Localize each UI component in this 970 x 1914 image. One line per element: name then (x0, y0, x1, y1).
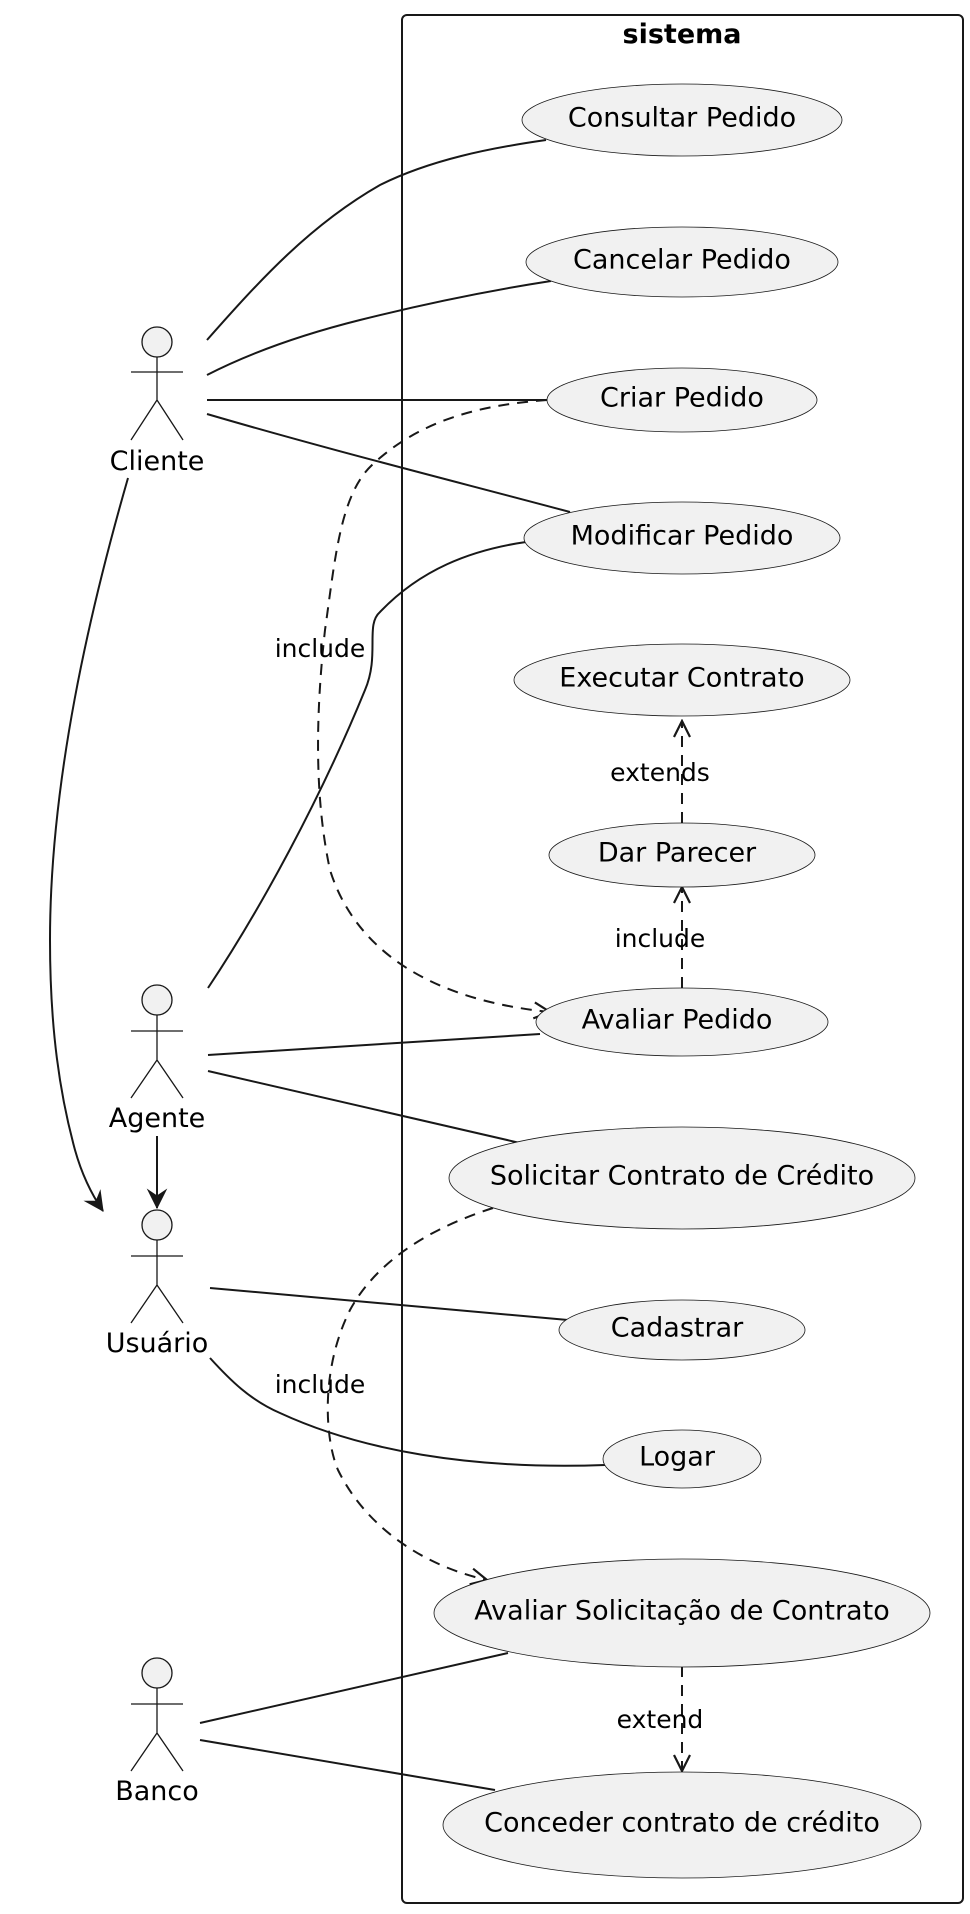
label-include-solicitar-avaliar: include (275, 1370, 366, 1399)
svg-text:Cadastrar: Cadastrar (611, 1313, 744, 1344)
actor-figure (130, 1240, 184, 1324)
actor-figure (130, 1015, 184, 1099)
use-case-conceder-contrato[interactable]: Conceder contrato de crédito (442, 1771, 922, 1879)
svg-text:Conceder contrato de crédito: Conceder contrato de crédito (484, 1808, 880, 1839)
svg-text:Executar Contrato: Executar Contrato (559, 663, 804, 694)
assoc-banco-conceder (199, 1739, 496, 1791)
assoc-usuario-logar (209, 1357, 606, 1467)
assoc-cliente-cancelar (206, 280, 552, 376)
use-case-cancelar-pedido[interactable]: Cancelar Pedido (525, 226, 839, 298)
svg-text:Avaliar Solicitação de Contrat: Avaliar Solicitação de Contrato (474, 1596, 889, 1627)
actor-label-cliente: Cliente (110, 446, 205, 477)
svg-text:Cancelar Pedido: Cancelar Pedido (573, 245, 791, 276)
label-include-avaliar-parecer: include (615, 924, 706, 953)
assoc-agente-solicitar (207, 1070, 521, 1144)
system-boundary (401, 14, 964, 1904)
use-case-avaliar-solicitacao[interactable]: Avaliar Solicitação de Contrato (433, 1558, 931, 1668)
use-case-logar[interactable]: Logar (602, 1429, 762, 1489)
use-case-cadastrar[interactable]: Cadastrar (558, 1299, 806, 1361)
svg-text:Criar Pedido: Criar Pedido (600, 383, 764, 414)
svg-text:Modificar Pedido: Modificar Pedido (571, 521, 794, 552)
actor-label-usuario: Usuário (106, 1328, 209, 1359)
dep-solicitar-avaliar-solicitacao (326, 1207, 494, 1580)
svg-text:Avaliar Pedido: Avaliar Pedido (582, 1005, 773, 1036)
actor-usuario[interactable]: Usuário (106, 1209, 209, 1359)
actor-figure (130, 357, 184, 441)
gen-cliente-usuario (48, 477, 129, 1212)
svg-text:Solicitar Contrato de Crédito: Solicitar Contrato de Crédito (490, 1161, 874, 1192)
actor-head (141, 1657, 173, 1689)
assoc-cliente-consultar (206, 139, 547, 341)
actor-cliente[interactable]: Cliente (110, 326, 205, 477)
svg-text:Dar Parecer: Dar Parecer (598, 838, 757, 869)
assoc-agente-modificar (207, 541, 527, 989)
actor-head (141, 326, 173, 358)
label-include-criar-avaliar: include (275, 634, 366, 663)
system-title: sistema (623, 19, 742, 50)
use-case-dar-parecer[interactable]: Dar Parecer (548, 822, 816, 888)
assoc-cliente-modificar (206, 413, 571, 513)
actor-label-agente: Agente (109, 1103, 206, 1134)
use-case-avaliar-pedido[interactable]: Avaliar Pedido (535, 987, 829, 1057)
assoc-banco-avaliar-solicitacao (199, 1652, 509, 1724)
svg-text:Consultar Pedido: Consultar Pedido (568, 103, 796, 134)
actor-label-banco: Banco (115, 1776, 199, 1807)
label-extend-avaliar-conceder: extend (617, 1705, 704, 1734)
use-case-criar-pedido[interactable]: Criar Pedido (546, 367, 818, 433)
assoc-agente-avaliar (207, 1033, 541, 1056)
dep-criar-avaliar (317, 399, 550, 1012)
associations (199, 139, 606, 1791)
actor-banco[interactable]: Banco (115, 1657, 199, 1807)
assoc-usuario-cadastrar (209, 1287, 569, 1321)
use-case-consultar-pedido[interactable]: Consultar Pedido (521, 83, 843, 157)
actor-head (141, 984, 173, 1016)
use-case-executar-contrato[interactable]: Executar Contrato (513, 643, 851, 717)
generalizations (48, 477, 168, 1212)
actor-agente[interactable]: Agente (109, 984, 206, 1134)
label-extends-parecer-executar: extends (610, 758, 710, 787)
actor-head (141, 1209, 173, 1241)
use-case-modificar-pedido[interactable]: Modificar Pedido (523, 501, 841, 575)
dependencies (317, 399, 682, 1771)
actor-figure (130, 1688, 184, 1772)
use-case-solicitar-contrato[interactable]: Solicitar Contrato de Crédito (448, 1126, 916, 1230)
svg-text:Logar: Logar (639, 1442, 716, 1473)
